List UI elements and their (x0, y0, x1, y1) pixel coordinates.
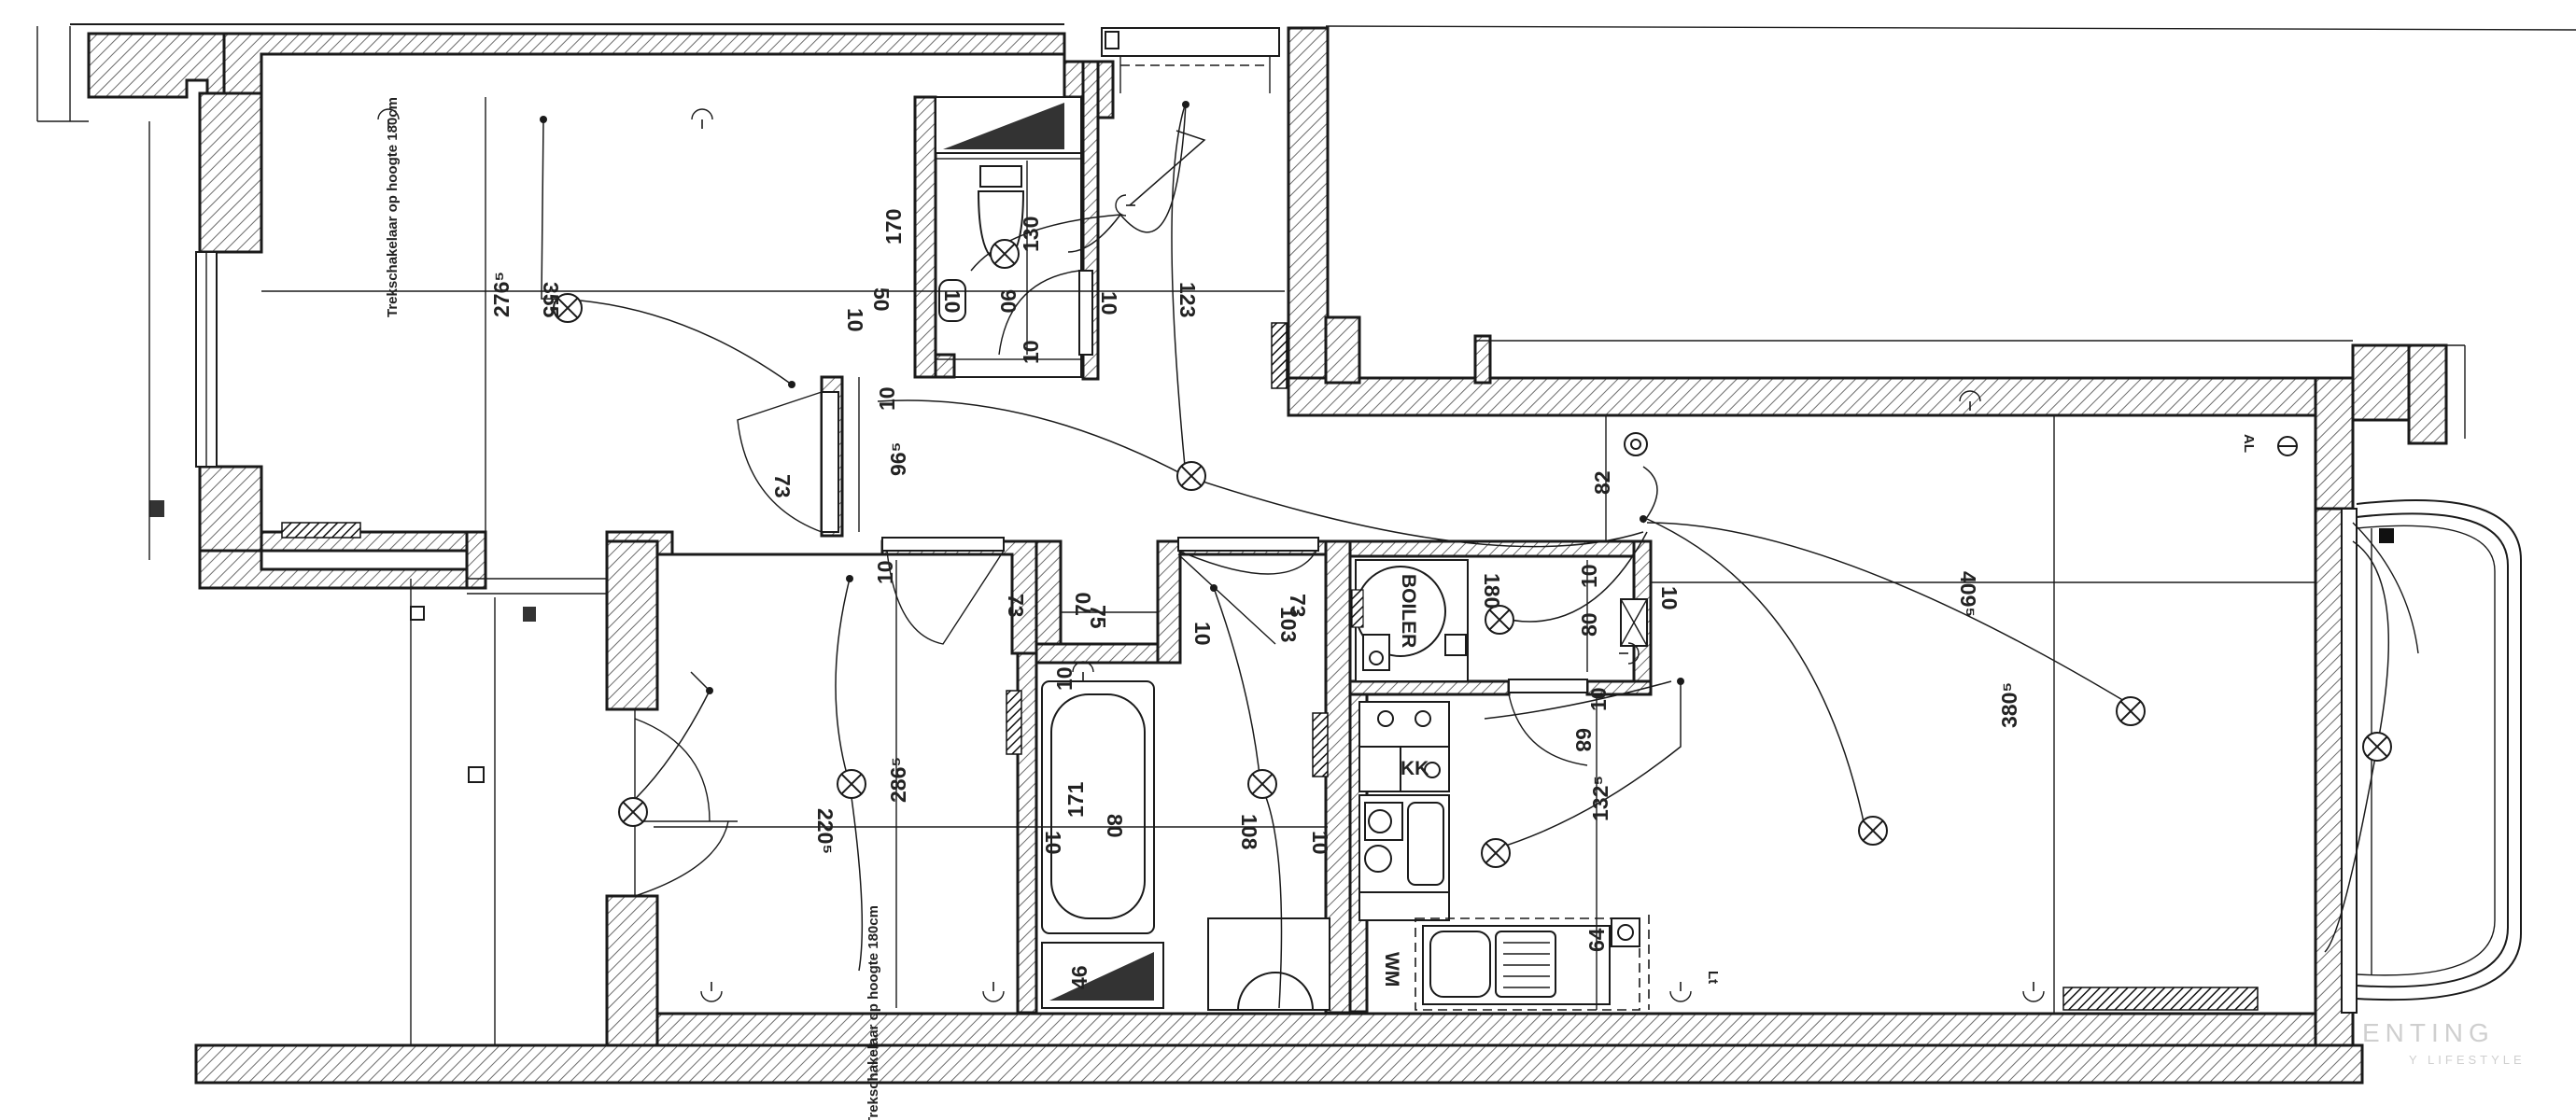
kk-label: KK (1401, 758, 1429, 779)
ceiling-light-icon (618, 797, 648, 827)
dimension-label: 123 (1175, 282, 1200, 317)
switch-icon (1640, 515, 1647, 523)
interior-details (36, 26, 2522, 1045)
socket-icon (982, 981, 1005, 1002)
fan-icon (2277, 436, 2298, 456)
dimension-label: 10 (1657, 586, 1682, 610)
dimension-label: 64 (1584, 928, 1609, 952)
switch-icon (788, 381, 795, 388)
switch-icon (706, 687, 713, 694)
ceiling-light-icon (1481, 838, 1511, 868)
dimension-label: 10 (940, 289, 964, 314)
dimension-label: 75 (1086, 605, 1110, 629)
ceiling-light-icon (2362, 732, 2392, 762)
dimension-label: 10 (875, 386, 899, 411)
switch-icon (1210, 584, 1218, 592)
dimension-label: 73 (770, 474, 795, 498)
socket-icon (1669, 981, 1692, 1002)
dimension-label: 90 (996, 289, 1021, 314)
dimension-label: 80 (1577, 612, 1601, 637)
switch-icon (1115, 194, 1136, 217)
switch-icon (846, 575, 853, 582)
pull-switch-note: Trekschakelaar op hoogte 180cm (385, 97, 401, 317)
smoke-detector-icon (1624, 432, 1648, 456)
dimension-label: 170 (881, 209, 906, 245)
doors (634, 270, 2419, 897)
dimension-label: 10 (1190, 622, 1215, 646)
socket-icon (691, 108, 713, 130)
dimension-label: 10 (1586, 687, 1611, 711)
al-label: AL (2241, 434, 2257, 453)
ceiling-light-icon (837, 769, 866, 799)
dimension-label: 10 (1308, 831, 1332, 855)
dimension-label: 130 (1019, 217, 1043, 252)
ceiling-light-icon (990, 239, 1020, 269)
socket-icon (700, 981, 723, 1002)
ceiling-light-icon (1858, 816, 1888, 846)
dimension-label: 80 (1103, 814, 1127, 838)
watermark-brand: ENTING (2362, 1018, 2495, 1047)
dimension-label: 10 (1041, 831, 1065, 855)
dimension-label: 68 (1571, 728, 1596, 752)
sockets (377, 101, 2298, 1002)
dimension-label: 380⁵ (1997, 682, 2021, 728)
pull-switch-note: Trekschakelaar op hoogte 180cm (866, 905, 881, 1120)
ceiling-light-icon (1485, 605, 1514, 635)
switch-icon (540, 116, 547, 123)
dimension-label: 96⁵ (886, 442, 910, 476)
dimension-label: 46 (1067, 965, 1091, 989)
dimension-label: 10 (1097, 291, 1121, 315)
dimension-label: 103 (1276, 607, 1301, 642)
dimension-labels: 276⁵ 355 170 130 90 10 50 10 10 123 10 1… (489, 209, 2021, 989)
dimension-label: 132⁵ (1588, 776, 1612, 821)
switch-icon (1182, 101, 1189, 108)
dimension-label: 73 (1004, 594, 1028, 618)
dimension-label: 108 (1237, 814, 1261, 850)
dimension-label: 10 (873, 560, 897, 584)
ceiling-light-icon (2116, 696, 2146, 726)
dimension-label: 355 (539, 282, 563, 318)
lt-label: Lt (1705, 971, 1721, 984)
dimension-label: 286⁵ (886, 757, 910, 803)
dimension-label: 50 (869, 287, 894, 312)
socket-icon (2022, 981, 2045, 1002)
dimension-label: 82 (1590, 470, 1614, 495)
dimension-label: 276⁵ (489, 272, 514, 317)
watermark-tagline: Y LIFESTYLE (2409, 1053, 2526, 1067)
dimension-label: 10 (1019, 340, 1043, 364)
ceiling-light-icon (1176, 461, 1206, 491)
labels: BOILER KK WM AL Lt Trekschakelaar op hoo… (385, 97, 2257, 1120)
dimension-lines (261, 97, 2316, 1014)
boiler-label: BOILER (1398, 574, 1419, 648)
wm-label: WM (1381, 952, 1402, 987)
dimension-label: 73 (1286, 594, 1310, 618)
dimension-label: 180 (1480, 573, 1504, 609)
dimension-label: 220⁵ (813, 808, 838, 854)
watermark: ENTING Y LIFESTYLE (2362, 1018, 2526, 1067)
switch-icon (1677, 678, 1684, 685)
dimension-label: 10 (1052, 666, 1077, 691)
dimension-label: 409⁵ (1956, 571, 1980, 617)
ceiling-light-icon (1247, 769, 1277, 799)
walls (70, 23, 2576, 1085)
dimension-label: 171 (1063, 781, 1088, 818)
dimension-label: 70 (1071, 592, 1095, 616)
dimension-label: 10 (843, 308, 867, 332)
dimension-label: 10 (1577, 564, 1601, 588)
